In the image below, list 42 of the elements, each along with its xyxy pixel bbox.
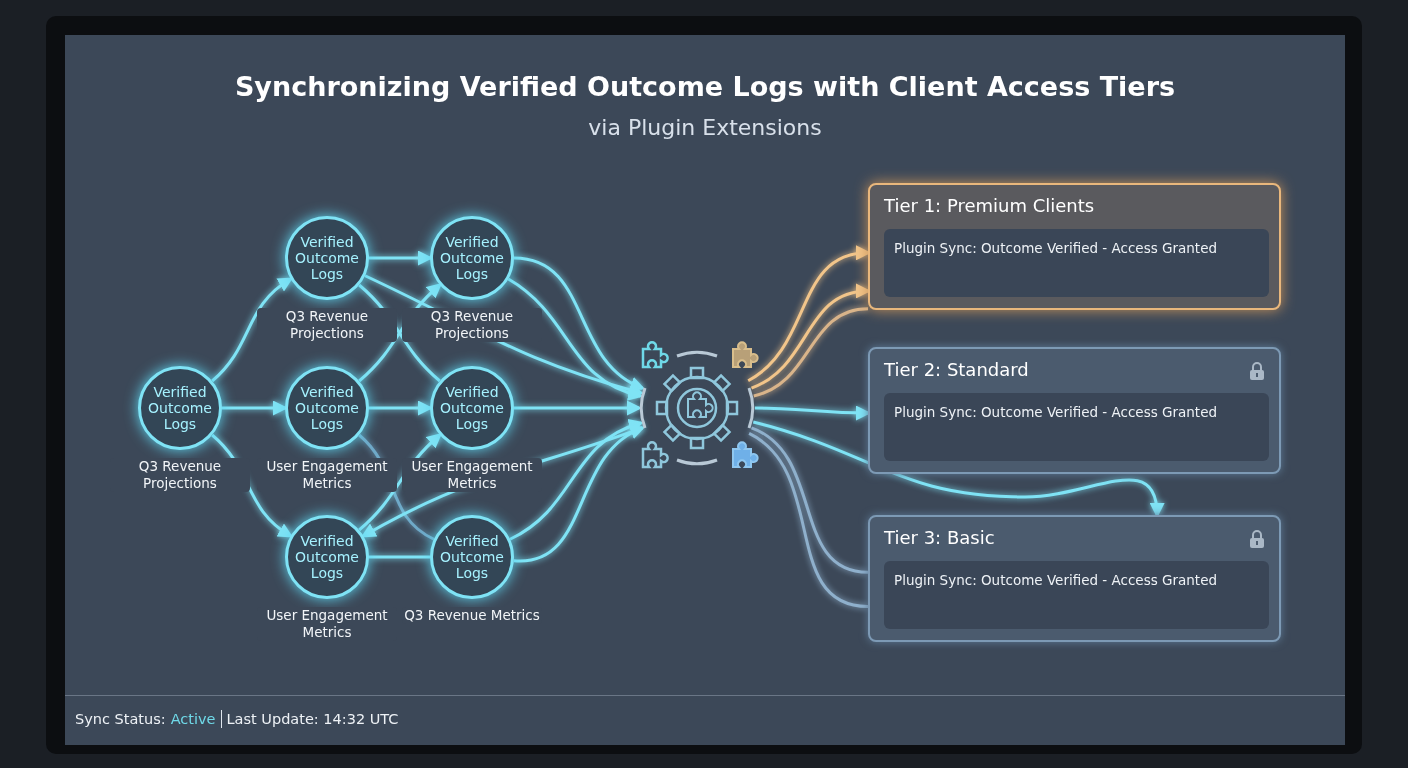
node-circle [285,216,369,300]
node-label: Verified Outcome Logs [439,233,505,283]
tier-heading: Tier 3: Basic [884,527,995,548]
node-label: Verified Outcome Logs [294,233,360,283]
node-caption: User Engagement Metrics [402,458,542,492]
tier-heading: Tier 2: Standard [884,359,1029,380]
arrow [509,419,644,541]
arrow [752,420,1164,518]
node-circle [285,515,369,599]
arrow [514,400,642,416]
sync-message: Plugin Sync: Outcome Verified - Access Granted [884,561,1269,629]
node-label: Verified Outcome Logs [147,383,213,433]
node-circle [430,366,514,450]
node-label: Verified Outcome Logs [439,383,505,433]
node-circle [430,515,514,599]
node-caption: Q3 Revenue Metrics [402,607,542,624]
connector-line [750,426,869,574]
title: Synchronizing Verified Outcome Logs with Client Access Tiers [233,71,1177,102]
status-value: Active [170,711,216,727]
node-circle [285,366,369,450]
tier-card [868,347,1281,474]
node-label: Verified Outcome Logs [294,532,360,582]
last-update-label: Last Update: 14:32 UTC [226,711,399,727]
connector-line [748,432,869,608]
tier-card [868,515,1281,642]
subtitle: via Plugin Extensions [587,115,823,140]
node-circle [138,366,222,450]
status-label: Sync Status: [75,711,166,727]
arrow [507,277,644,400]
node-label: Verified Outcome Logs [294,383,360,433]
arrow [513,426,646,563]
arrow [211,277,294,383]
node-circle [430,216,514,300]
connector-line [753,307,869,398]
premium-tier-card [868,183,1281,310]
node-caption: Q3 Revenue Projections [257,308,397,342]
tier-heading: Tier 1: Premium Clients [884,195,1095,216]
sync-message: Plugin Sync: Outcome Verified - Access Granted [884,229,1269,297]
node-label: Verified Outcome Logs [439,532,505,582]
arrow [513,256,646,390]
connector-line [369,555,430,559]
sync-message: Plugin Sync: Outcome Verified - Access Granted [884,393,1269,461]
